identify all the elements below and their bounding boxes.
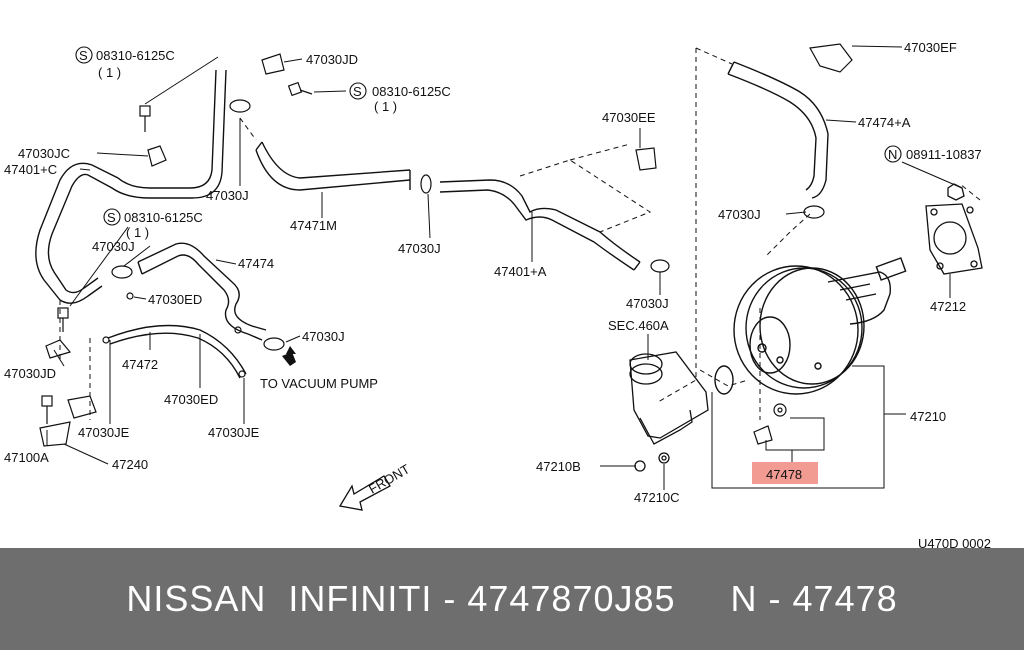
label-47030jd-bottom: 47030JD (4, 366, 56, 381)
label-47030je-1: 47030JE (78, 425, 130, 440)
label-47474a: 47474+A (858, 115, 911, 130)
symbol-s-1: S (79, 48, 88, 63)
diagram-code: U470D 0002 (918, 536, 991, 548)
label-s2-qty: ( 1 ) (374, 99, 397, 114)
symbol-circles (75, 46, 902, 226)
label-47030j-3: 47030J (302, 329, 345, 344)
label-47210c: 47210C (634, 490, 680, 505)
brake-booster-vacuum-diagram: S S S N 08310-6125C ( 1 ) 47030JD 08310-… (4, 40, 991, 548)
label-s1-qty: ( 1 ) (98, 65, 121, 80)
gasket-47212 (925, 183, 983, 275)
label-47401a: 47401+A (494, 264, 547, 279)
label-s1: 08310-6125C (96, 48, 175, 63)
label-vacuum-pump: TO VACUUM PUMP (260, 376, 378, 391)
master-cylinder (629, 351, 709, 472)
dashed-guides (59, 47, 981, 420)
label-47030jc: 47030JC (18, 146, 70, 161)
label-47478: 47478 (766, 467, 802, 482)
label-47030ee: 47030EE (602, 110, 656, 125)
part-number-banner: NISSAN INFINITI - 4747870J85 N - 47478 (0, 548, 1024, 650)
label-sec460a: SEC.460A (608, 318, 669, 333)
label-47474: 47474 (238, 256, 274, 271)
symbol-s-2: S (353, 84, 362, 99)
label-n1: 08911-10837 (906, 147, 982, 162)
label-47030ef: 47030EF (904, 40, 957, 55)
label-47030jd-top: 47030JD (306, 52, 358, 67)
front-arrow-icon (338, 475, 391, 511)
label-47030j-4: 47030J (398, 241, 441, 256)
label-47240: 47240 (112, 457, 148, 472)
label-47030je-2: 47030JE (208, 425, 260, 440)
label-s3-qty: ( 1 ) (126, 225, 149, 240)
vacuum-pump-arrow-icon (282, 346, 296, 366)
brake-booster-assembly (714, 257, 907, 395)
label-s3: 08310-6125C (124, 210, 203, 225)
label-47401c: 47401+C (4, 162, 57, 177)
label-47472: 47472 (122, 357, 158, 372)
label-47030j-5: 47030J (626, 296, 669, 311)
part-number-text: NISSAN INFINITI - 4747870J85 N - 47478 (126, 578, 898, 619)
hose-drawings (35, 61, 829, 379)
small-parts (39, 43, 853, 447)
label-47471m: 47471M (290, 218, 337, 233)
label-47030j-6: 47030J (718, 207, 761, 222)
label-47030j-2: 47030J (92, 239, 135, 254)
label-47030j-1: 47030J (206, 188, 249, 203)
label-47212: 47212 (930, 299, 966, 314)
label-47030ed-2: 47030ED (164, 392, 218, 407)
label-47030ed-1: 47030ED (148, 292, 202, 307)
highlight-47478 (752, 462, 818, 484)
label-47210b: 47210B (536, 459, 581, 474)
symbol-s-3: S (107, 210, 116, 225)
leader-lines (46, 45, 963, 490)
label-front: FRONT (366, 461, 412, 496)
label-47100a: 47100A (4, 450, 49, 465)
label-47210: 47210 (910, 409, 946, 424)
symbol-n-1: N (888, 147, 897, 162)
label-s2: 08310-6125C (372, 84, 451, 99)
